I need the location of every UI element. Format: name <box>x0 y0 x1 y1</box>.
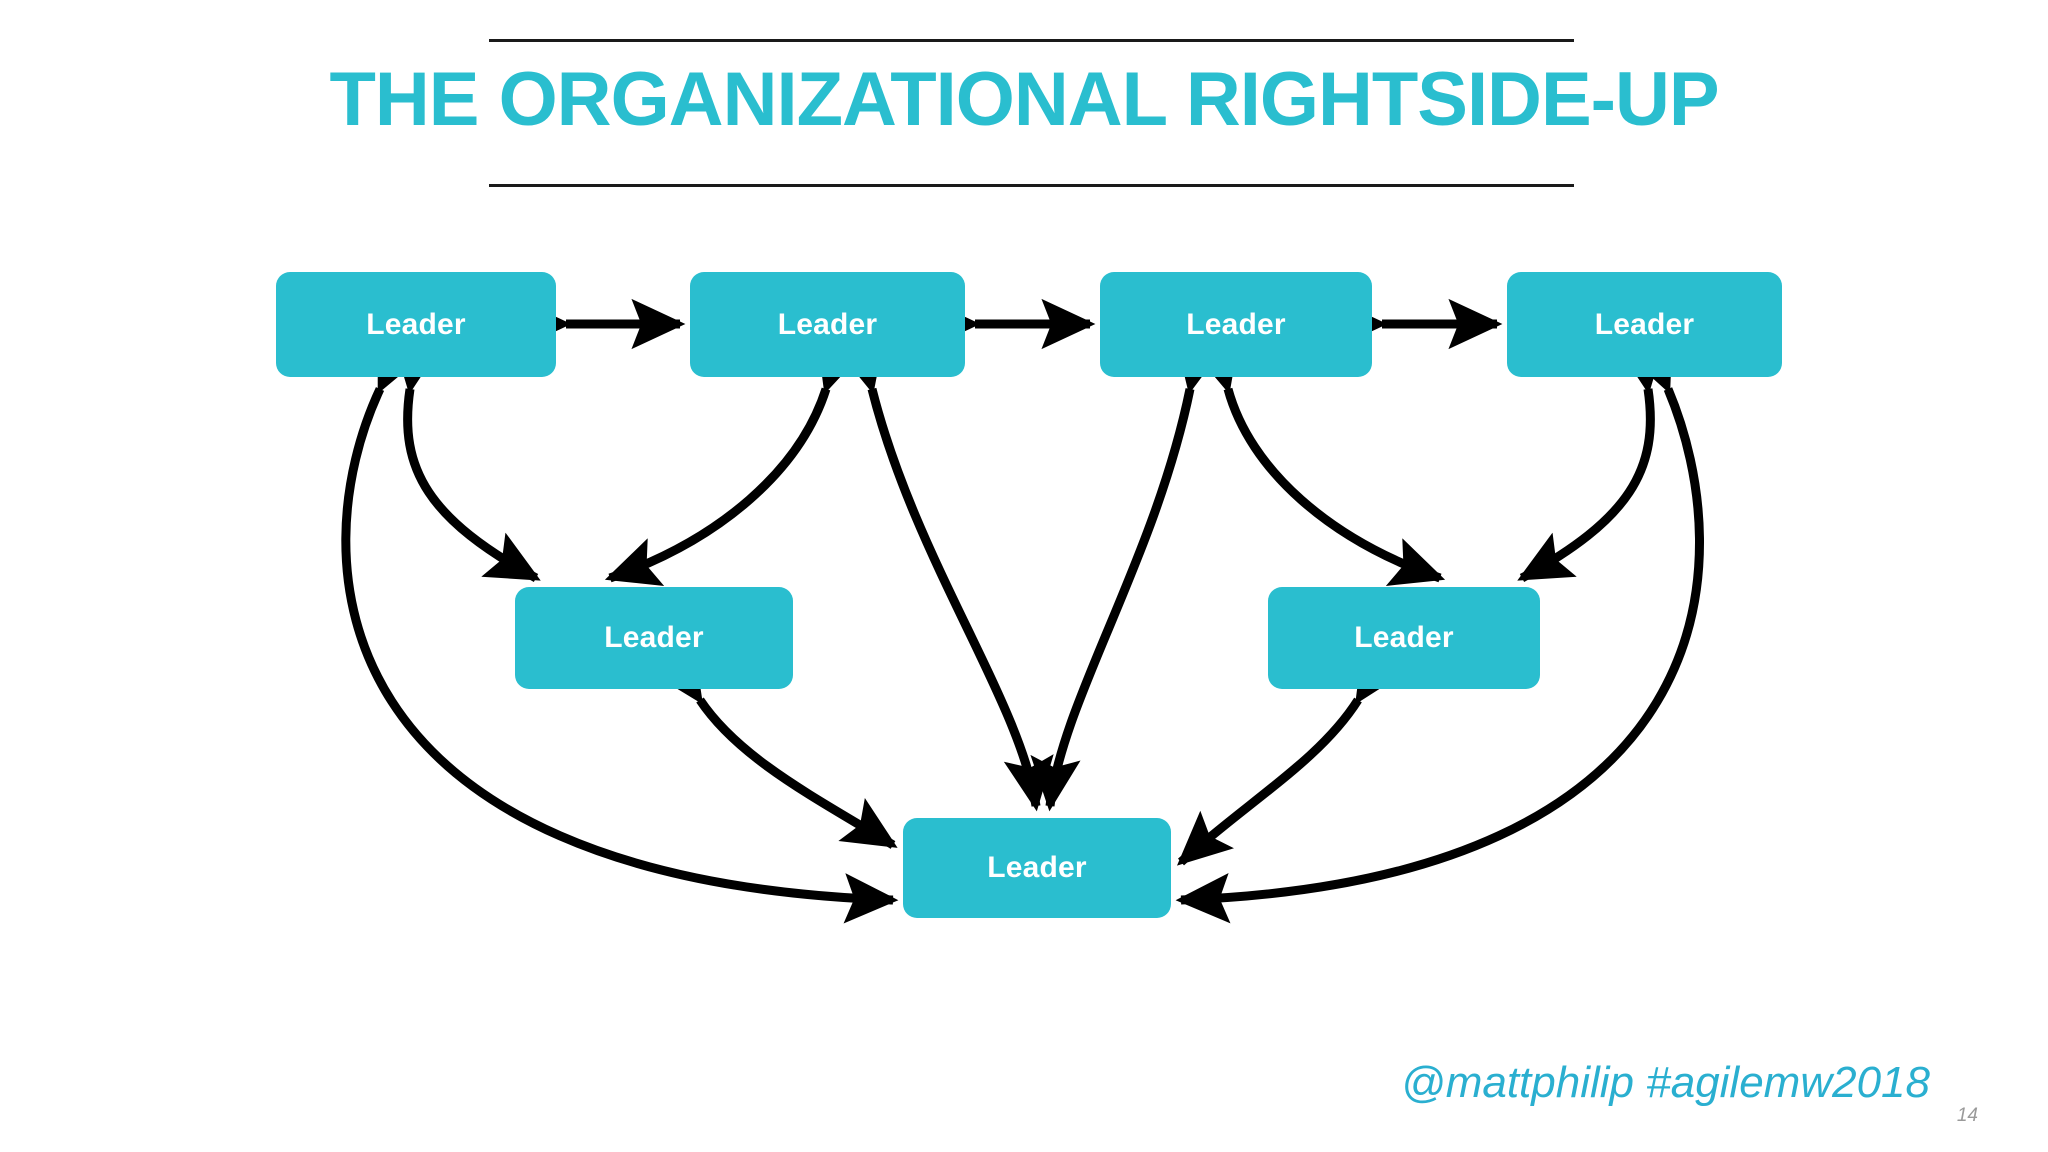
node-label: Leader <box>777 307 878 341</box>
page-number: 14 <box>1956 1105 1978 1126</box>
footer-social-handle: @mattphilip #agilemw2018 <box>1401 1058 1930 1107</box>
edge-top2-midleft <box>604 335 865 586</box>
edge-midright-bottom <box>1176 645 1406 866</box>
node-label: Leader <box>366 307 466 341</box>
edge-top2-bottom <box>835 335 1054 812</box>
node-leader-bottom[interactable]: Leader <box>903 818 1171 918</box>
node-label: Leader <box>1186 307 1286 341</box>
node-label: Leader <box>604 621 704 654</box>
node-leader-top-2[interactable]: Leader <box>690 272 965 377</box>
edge-top3-bottom <box>1030 336 1225 812</box>
page-title: THE ORGANIZATIONAL RIGHTSIDE-UP <box>329 57 1719 142</box>
edge-top4-bottom <box>1175 334 1704 924</box>
node-leader-top-1[interactable]: Leader <box>276 272 556 377</box>
edge-top1-midleft <box>392 337 541 582</box>
edge-top4-midright <box>1517 337 1666 582</box>
title-rule-top <box>489 39 1574 42</box>
node-label: Leader <box>1594 307 1695 341</box>
edge-top3-midright <box>1190 335 1446 586</box>
node-label: Leader <box>1354 621 1454 654</box>
edge-top1-bottom <box>341 334 899 924</box>
node-leader-mid-left[interactable]: Leader <box>515 587 793 689</box>
node-label: Leader <box>987 851 1087 884</box>
title-rule-bottom <box>489 184 1574 187</box>
node-leader-top-4[interactable]: Leader <box>1507 272 1782 377</box>
node-leader-mid-right[interactable]: Leader <box>1268 587 1540 689</box>
edge-midleft-bottom <box>652 645 898 849</box>
node-leader-top-3[interactable]: Leader <box>1100 272 1372 377</box>
